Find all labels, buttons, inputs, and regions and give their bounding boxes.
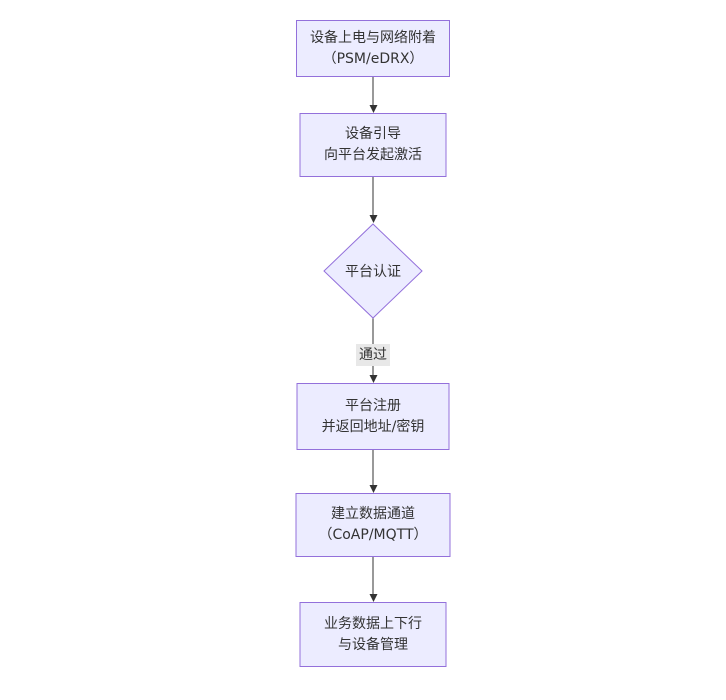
node-label-line: 设备上电与网络附着 — [310, 29, 436, 46]
arrowhead-icon — [369, 594, 377, 602]
arrow-line — [372, 177, 374, 215]
arrow-down-1 — [369, 77, 378, 113]
node-label-line: 平台注册 — [345, 397, 401, 414]
arrow-line — [372, 557, 374, 594]
node-label-line: 业务数据上下行 — [324, 615, 422, 632]
arrow-down-2 — [369, 177, 378, 223]
arrowhead-icon — [369, 105, 377, 113]
node-data-channel: 建立数据通道 （CoAP/MQTT） — [295, 493, 451, 557]
node-label-line: 并返回地址/密钥 — [321, 418, 425, 435]
arrowhead-icon — [369, 215, 377, 223]
edge-label-pass: 通过 — [356, 344, 390, 366]
node-power-attach: 设备上电与网络附着 （PSM/eDRX） — [296, 20, 450, 77]
diamond-shape — [323, 223, 423, 319]
node-platform-auth: 平台认证 — [323, 223, 423, 319]
arrow-down-5 — [369, 557, 378, 602]
node-label-line: 与设备管理 — [338, 636, 408, 653]
node-label-line: （PSM/eDRX） — [322, 50, 424, 67]
node-label-line: 平台认证 — [345, 264, 401, 280]
node-label-line: 向平台发起激活 — [324, 147, 422, 163]
node-bootstrap: 设备引导 向平台发起激活 — [299, 113, 447, 177]
arrowhead-icon — [369, 485, 377, 493]
arrow-down-4 — [369, 450, 378, 493]
node-label-line: 设备引导 — [345, 126, 401, 142]
arrowhead-icon — [369, 375, 377, 383]
node-register: 平台注册 并返回地址/密钥 — [296, 383, 450, 450]
arrow-line — [372, 77, 374, 105]
node-label-line: （CoAP/MQTT） — [318, 527, 428, 543]
node-label-line: 建立数据通道 — [331, 506, 415, 522]
node-business: 业务数据上下行 与设备管理 — [299, 602, 447, 667]
arrow-line — [372, 450, 374, 485]
